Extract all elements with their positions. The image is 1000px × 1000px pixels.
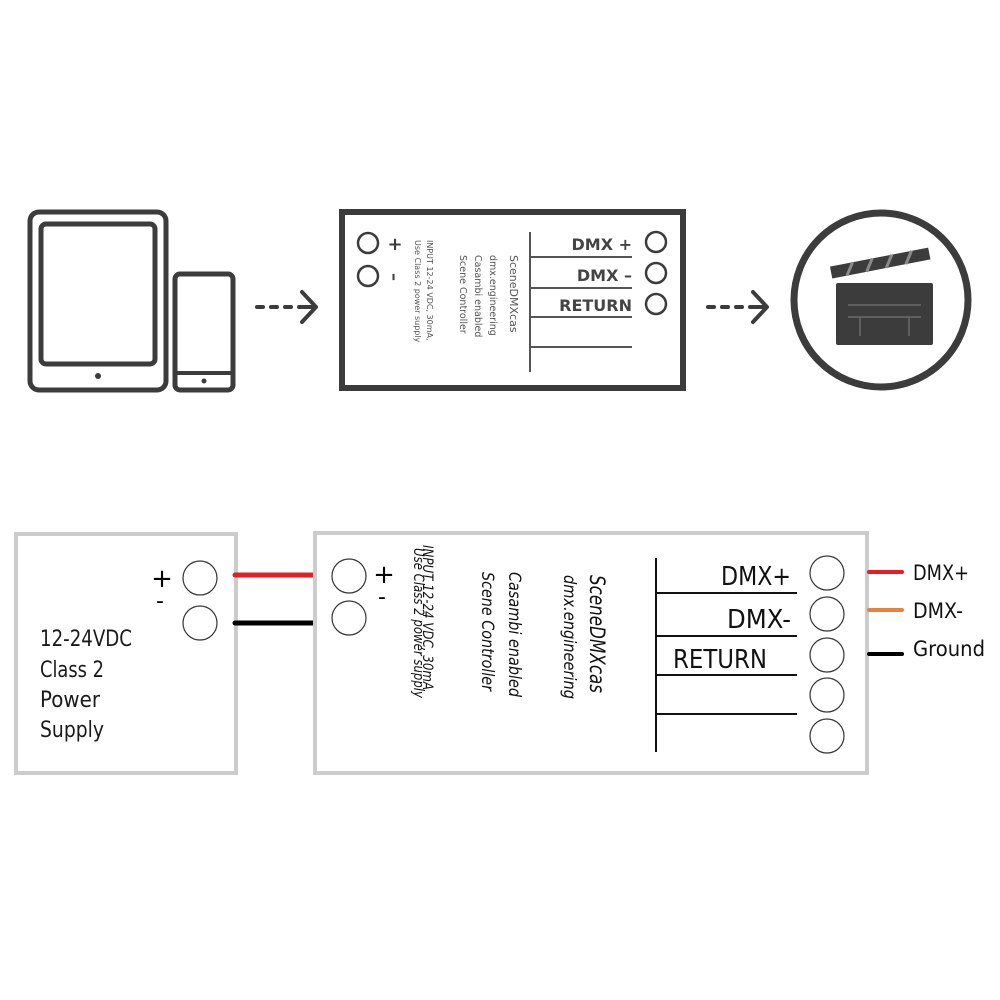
ps-label: 12-24VDC Class 2 Power Supply [40,627,132,743]
controller-text: SceneDMXcas dmx.engineering Casambi enab… [410,545,609,699]
terminal-dmx-minus [809,596,845,632]
legend-label-dmx-minus: DMX- [913,599,963,623]
ps-terminal-plus [182,560,218,596]
ctrl-minus-label: - [378,585,386,610]
terminal-dmx-plus [809,555,845,591]
legend-label-ground: Ground [913,637,985,661]
class2-note: Use Class 2 power supply [413,240,422,343]
phone-body [172,271,236,393]
input-rating: INPUT 12-24 VDC, 30mA [419,545,435,690]
product-name: SceneDMXcas [507,255,520,333]
terminal-return [644,292,668,316]
clapperboard-icon [790,209,972,391]
ps-minus-label: - [156,589,164,614]
power-minus-label: – [385,273,404,281]
input-rating: INPUT 12-24 VDC, 30mA, [425,240,434,341]
controller-wiring: + - SceneDMXcas dmx.engineering Casambi … [313,531,869,775]
legend-label-dmx-plus: DMX+ [913,561,969,585]
ps-label-line: Supply [40,718,104,743]
website: dmx.engineering [559,575,579,699]
casambi-label: Casambi enabled [472,255,483,337]
terminal-label-return: RETURN [559,296,632,315]
website: dmx.engineering [487,255,498,336]
terminal-4 [809,677,845,713]
terminal-5 [809,718,845,754]
controller-overview-text: SceneDMXcas dmx.engineering Casambi enab… [413,240,520,343]
scene-controller-label: Scene Controller [477,572,497,692]
clapperboard-body [836,283,933,345]
dashed-arrow-right-icon [255,290,318,324]
ps-plus-label: + [151,564,173,594]
tablet-home-button [95,373,101,379]
terminal-label-dmx-plus: DMX + [571,235,632,254]
scene-controller-label: Scene Controller [457,255,468,334]
terminal-return [809,637,845,673]
power-plus-label: + [387,234,402,255]
ps-label-line: Power [40,688,101,713]
controller-overview: + – SceneDMXcas dmx.engineering Casambi … [339,209,686,391]
power-supply: + - 12-24VDC Class 2 Power Supply [14,532,238,775]
tablet-screen [38,221,158,367]
terminal-dmx-plus [644,230,668,254]
ctrl-plus-label: + [373,560,395,590]
scene-circle [790,209,972,391]
controller-overview-box [339,209,686,391]
power-terminal-minus [356,264,380,288]
ctrl-terminal-minus [331,600,367,636]
terminal-label-dmx-minus: DMX- [727,605,791,635]
clapperboard-slate [829,247,931,279]
terminal-label-return: RETURN [673,645,767,675]
ps-terminal-minus [182,605,218,641]
product-name: SceneDMXcas [585,575,609,693]
ctrl-terminal-plus [331,558,367,594]
ps-label-line: 12-24VDC [40,627,132,652]
tablet-and-phone-icon [27,209,236,393]
controller-box [313,531,869,775]
dashed-arrow-right-icon [706,290,769,324]
terminal-label-dmx-minus: DMX – [577,266,632,285]
casambi-label: Casambi enabled [504,572,524,697]
terminal-dmx-minus [644,261,668,285]
ps-label-line: Class 2 [40,658,104,683]
phone-home-button [201,378,207,384]
power-terminal-plus [356,231,380,255]
terminal-label-dmx-plus: DMX+ [721,562,791,592]
tablet-body [27,209,169,393]
power-supply-box [14,532,238,775]
wire-legend: DMX+ DMX- Ground [867,561,985,661]
class2-note: Use Class 2 power supply [410,548,426,699]
